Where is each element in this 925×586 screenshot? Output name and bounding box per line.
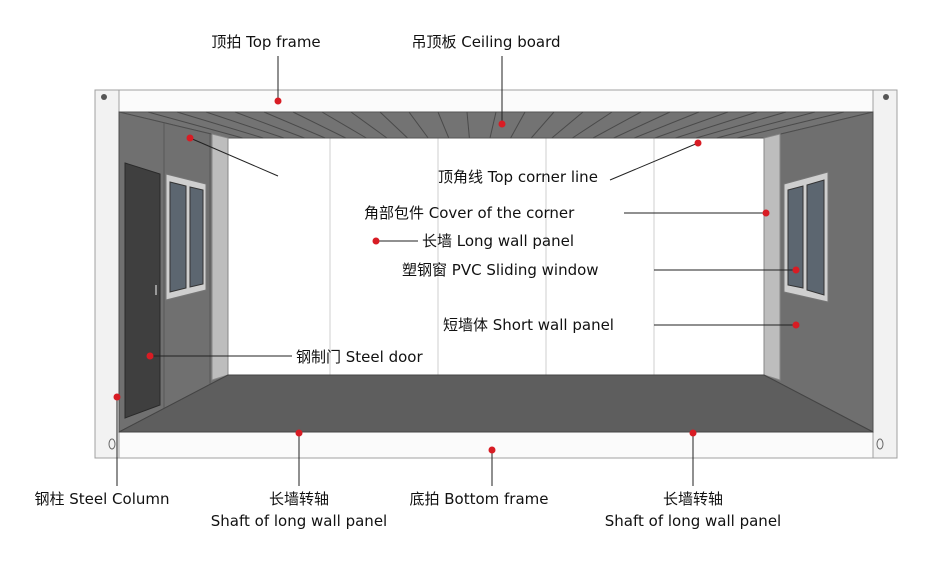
marker-bottom-frame bbox=[488, 446, 496, 454]
marker-top-frame bbox=[274, 97, 282, 105]
corner-casting-br bbox=[876, 438, 884, 450]
labels: 顶拍 Top frame 吊顶板 Ceiling board 顶角线 Top c… bbox=[34, 33, 781, 530]
ceiling-rib bbox=[696, 111, 787, 139]
back-wall-seams bbox=[329, 138, 655, 375]
ceiling-rib bbox=[592, 111, 642, 139]
label-cover-corner: 角部包件 Cover of the corner bbox=[364, 204, 575, 222]
label-shaft-left-en: Shaft of long wall panel bbox=[211, 512, 387, 530]
marker-pvc-window bbox=[792, 266, 800, 274]
left-window-glass-2 bbox=[189, 186, 204, 288]
ceiling-rib bbox=[321, 111, 367, 139]
right-steel-column bbox=[872, 89, 898, 459]
corner-casting-tr bbox=[883, 94, 889, 100]
label-steel-door: 钢制门 Steel door bbox=[296, 348, 423, 366]
marker-long-wall-panel bbox=[372, 237, 380, 245]
ceiling-rib bbox=[675, 111, 758, 139]
ceiling-rib bbox=[551, 111, 584, 139]
right-window-glass-1 bbox=[787, 185, 804, 289]
label-long-wall-panel: 长墙 Long wall panel bbox=[422, 232, 574, 250]
ceiling-rib bbox=[437, 111, 450, 139]
ceiling-rib bbox=[716, 111, 816, 139]
ceiling-rib bbox=[350, 111, 388, 139]
corner-casting-bl bbox=[108, 438, 116, 450]
label-top-frame: 顶拍 Top frame bbox=[211, 33, 320, 51]
ceiling-rib bbox=[379, 111, 408, 139]
ceiling-rib bbox=[292, 111, 346, 139]
right-window-glass-2 bbox=[806, 179, 825, 296]
ceiling-rib bbox=[205, 111, 285, 139]
ceiling-rib bbox=[176, 111, 264, 139]
container-body bbox=[94, 89, 898, 459]
marker-short-wall-panel bbox=[792, 321, 800, 329]
steel-door bbox=[124, 162, 161, 419]
ceiling-rib bbox=[408, 111, 429, 139]
ceiling-rib bbox=[263, 111, 326, 139]
label-ceiling-board: 吊顶板 Ceiling board bbox=[411, 33, 560, 51]
ceiling-rib bbox=[634, 111, 700, 139]
left-window-glass-1 bbox=[169, 181, 187, 293]
ceiling-rib bbox=[234, 111, 305, 139]
label-bottom-frame: 底拍 Bottom frame bbox=[409, 490, 548, 508]
ceiling-rib bbox=[613, 111, 671, 139]
label-top-corner-line: 顶角线 Top corner line bbox=[438, 168, 598, 186]
marker-steel-door bbox=[146, 352, 154, 360]
label-shaft-right-cn: 长墙转轴 bbox=[663, 490, 723, 508]
marker-shaft-left bbox=[295, 429, 303, 437]
ceiling-rib bbox=[530, 111, 555, 139]
label-shaft-left-cn: 长墙转轴 bbox=[269, 490, 329, 508]
label-short-wall-panel: 短墙体 Short wall panel bbox=[443, 316, 614, 334]
top-frame-beam bbox=[94, 89, 898, 113]
marker-shaft-right bbox=[689, 429, 697, 437]
corner-casting-tl bbox=[101, 94, 107, 100]
left-corner-post bbox=[211, 133, 229, 381]
right-corner-post bbox=[763, 133, 781, 381]
label-pvc-window: 塑钢窗 PVC Sliding window bbox=[402, 261, 599, 279]
marker-top-corner-line-left bbox=[186, 134, 194, 142]
ceiling-board bbox=[118, 111, 874, 139]
ceiling-rib bbox=[489, 111, 497, 139]
marker-top-corner-line bbox=[694, 139, 702, 147]
ceiling-rib bbox=[510, 111, 526, 139]
leader-lines bbox=[116, 56, 796, 486]
marker-ceiling-board bbox=[498, 120, 506, 128]
back-wall bbox=[228, 138, 764, 375]
left-steel-column bbox=[94, 89, 120, 459]
label-steel-column: 钢柱 Steel Column bbox=[34, 490, 169, 508]
markers bbox=[113, 97, 800, 454]
ceiling-rib bbox=[654, 111, 729, 139]
ceiling-rib bbox=[466, 111, 470, 139]
ceiling-rib bbox=[147, 111, 243, 139]
ceiling-rib bbox=[737, 111, 845, 139]
marker-steel-column bbox=[113, 393, 121, 401]
floor bbox=[118, 374, 874, 433]
ceiling-rib bbox=[572, 111, 613, 139]
bottom-frame-beam bbox=[94, 431, 898, 459]
label-shaft-right-en: Shaft of long wall panel bbox=[605, 512, 781, 530]
marker-cover-corner bbox=[762, 209, 770, 217]
ceiling-ribs bbox=[147, 111, 845, 139]
